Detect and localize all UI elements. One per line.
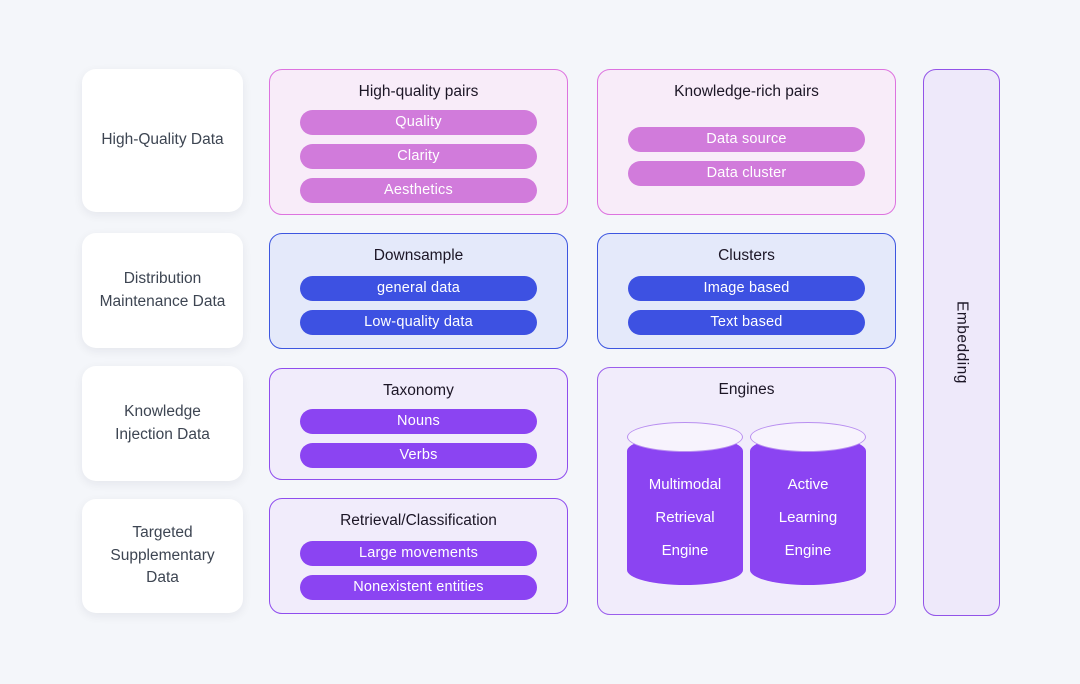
box-title: High-quality pairs (358, 83, 479, 100)
group-box-high-quality-pairs: High-quality pairs Quality Clarity Aesth… (269, 69, 568, 215)
cylinder-line: Active (787, 475, 829, 493)
pill-stack: Image based Text based (598, 272, 895, 338)
cylinder-top-ellipse (750, 421, 866, 452)
box-title: Clusters (718, 247, 775, 264)
pill-stack: Large movements Nonexistent entities (270, 537, 567, 603)
category-card-targeted-supplementary-data: Targeted Supplementary Data (82, 499, 243, 613)
pill-clarity: Clarity (300, 143, 537, 169)
box-title: Retrieval/Classification (340, 512, 497, 529)
category-card-distribution-maintenance-data: Distribution Maintenance Data (82, 233, 243, 348)
embedding-label: Embedding (953, 301, 971, 384)
pill-aesthetics: Aesthetics (300, 177, 537, 203)
pill-large-movements: Large movements (300, 540, 537, 566)
pill-nonexistent-entities: Nonexistent entities (300, 574, 537, 600)
cylinder-multimodal-retrieval-engine: Multimodal Retrieval Engine (627, 421, 743, 585)
cylinder-top-ellipse (627, 421, 743, 452)
pill-text-based: Text based (628, 309, 865, 335)
pill-data-cluster: Data cluster (628, 160, 865, 186)
cylinder-row: Multimodal Retrieval Engine Active Learn… (598, 408, 895, 604)
group-box-clusters: Clusters Image based Text based (597, 233, 896, 349)
pill-image-based: Image based (628, 275, 865, 301)
cylinder-line: Multimodal (648, 475, 722, 493)
box-title: Knowledge-rich pairs (674, 83, 819, 100)
cylinder-body: Multimodal Retrieval Engine (627, 435, 743, 585)
cylinder-body: Active Learning Engine (750, 435, 866, 585)
group-box-taxonomy: Taxonomy Nouns Verbs (269, 368, 568, 480)
category-label: Distribution Maintenance Data (99, 270, 226, 310)
category-label: Knowledge Injection Data (115, 403, 210, 443)
pill-stack: Data source Data cluster (598, 108, 895, 204)
embedding-bar: Embedding (923, 69, 1000, 616)
group-box-engines: Engines Multimodal Retrieval Engine Acti… (597, 367, 896, 615)
pill-stack: Nouns Verbs (270, 407, 567, 469)
category-card-high-quality-data: High-Quality Data (82, 69, 243, 212)
cylinder-active-learning-engine: Active Learning Engine (750, 421, 866, 585)
pill-nouns: Nouns (300, 408, 537, 434)
pill-stack: general data Low-quality data (270, 272, 567, 338)
group-box-retrieval-classification: Retrieval/Classification Large movements… (269, 498, 568, 614)
cylinder-line: Retrieval (655, 508, 715, 526)
category-label: High-Quality Data (101, 131, 224, 149)
cylinder-line: Engine (661, 541, 709, 559)
pill-quality: Quality (300, 109, 537, 135)
pill-stack: Quality Clarity Aesthetics (270, 108, 567, 204)
group-box-knowledge-rich-pairs: Knowledge-rich pairs Data source Data cl… (597, 69, 896, 215)
box-title: Downsample (373, 247, 464, 264)
cylinder-line: Learning (778, 508, 838, 526)
pill-low-quality-data: Low-quality data (300, 309, 537, 335)
pill-general-data: general data (300, 275, 537, 301)
box-title: Taxonomy (383, 382, 454, 399)
box-title: Engines (718, 381, 775, 398)
pill-verbs: Verbs (300, 442, 537, 468)
category-label: Targeted Supplementary Data (110, 524, 215, 587)
cylinder-line: Engine (784, 541, 832, 559)
category-card-knowledge-injection-data: Knowledge Injection Data (82, 366, 243, 481)
pill-data-source: Data source (628, 126, 865, 152)
group-box-downsample: Downsample general data Low-quality data (269, 233, 568, 349)
